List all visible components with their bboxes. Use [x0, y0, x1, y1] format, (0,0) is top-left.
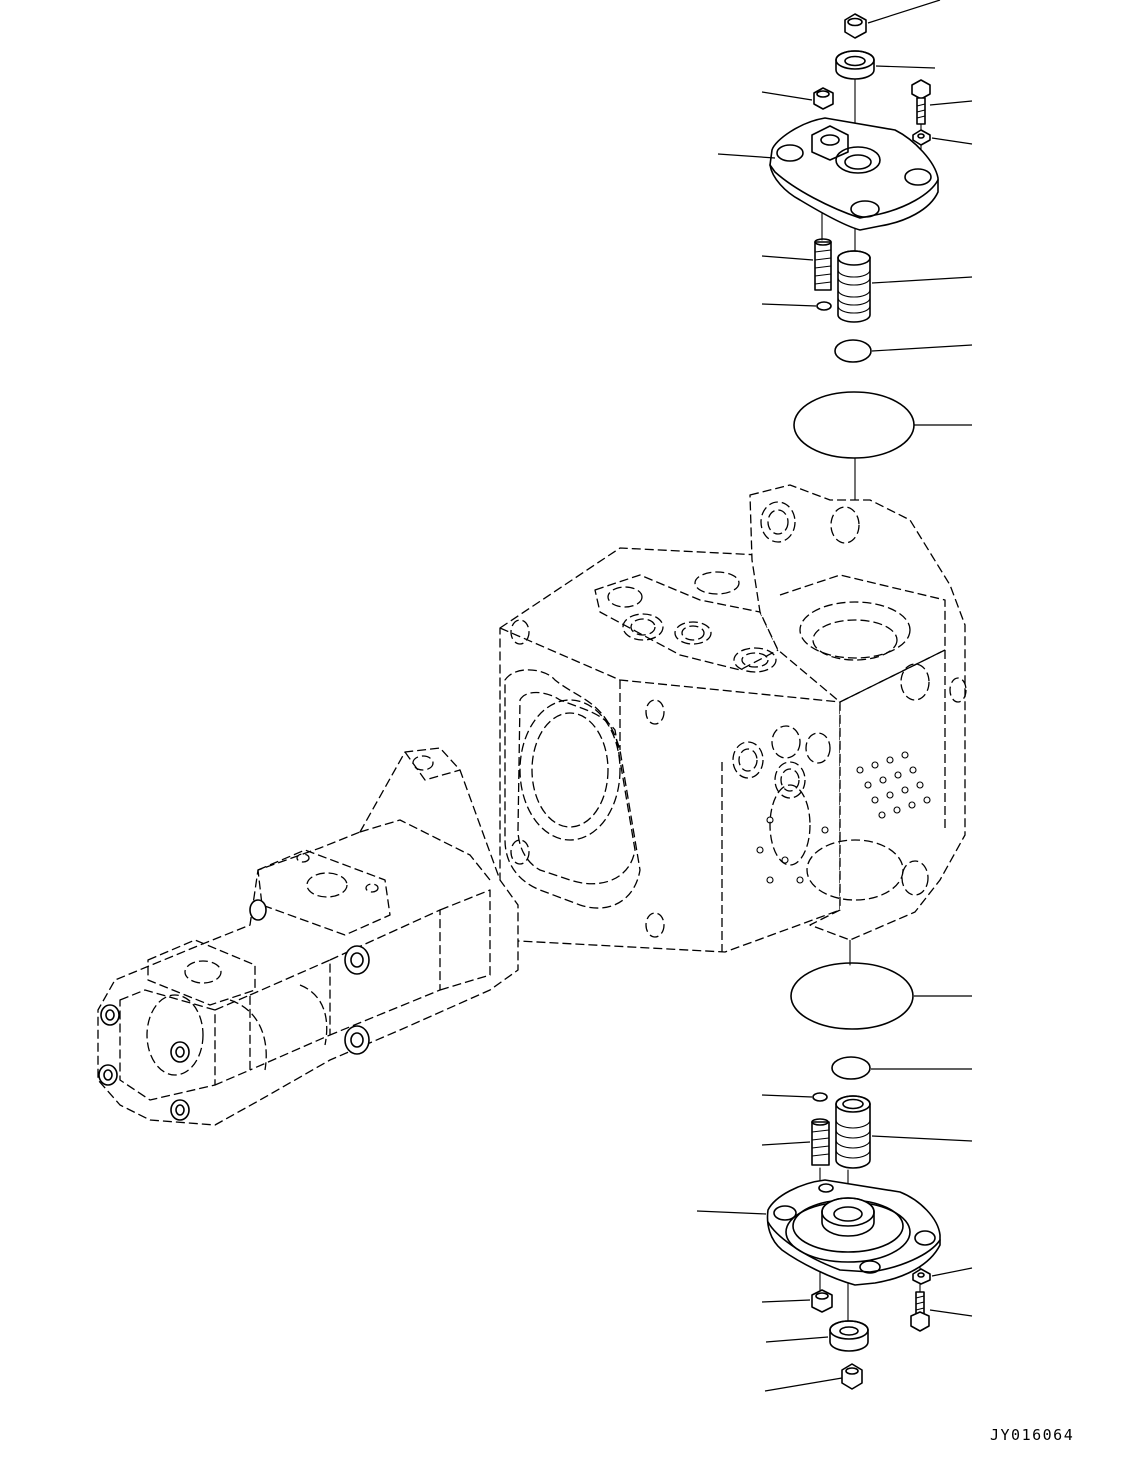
top-o-ring-large [794, 392, 914, 458]
bottom-small-nut [812, 1290, 832, 1312]
tandem-pump-phantom [98, 748, 518, 1125]
top-small-nut [814, 88, 833, 109]
top-washer [913, 130, 930, 145]
pump-body-phantom [500, 485, 966, 952]
bottom-hex-nut [842, 1364, 862, 1389]
top-o-ring-tiny [817, 302, 831, 310]
pump-bolt-heads [99, 900, 369, 1120]
bottom-washer [913, 1269, 930, 1284]
bottom-o-ring-large [791, 963, 913, 1029]
top-spring [815, 239, 831, 290]
body-port-dots [757, 752, 930, 883]
drawing-code-label: JY016064 [990, 1426, 1075, 1444]
bottom-o-ring-small [832, 1057, 870, 1079]
top-bolt [912, 80, 930, 124]
bottom-valve-spool [836, 1096, 870, 1168]
top-o-ring-small [835, 340, 871, 362]
leader-lines [697, 0, 972, 1391]
bottom-cover-plate [768, 1180, 940, 1285]
top-plug [836, 51, 874, 79]
bottom-o-ring-tiny [813, 1093, 827, 1101]
bottom-plug [830, 1321, 868, 1351]
top-cover-plate [770, 118, 938, 230]
bottom-spring [812, 1119, 829, 1165]
bottom-bolt [911, 1292, 929, 1331]
top-valve-spool [838, 251, 870, 322]
top-hex-nut [845, 14, 866, 38]
